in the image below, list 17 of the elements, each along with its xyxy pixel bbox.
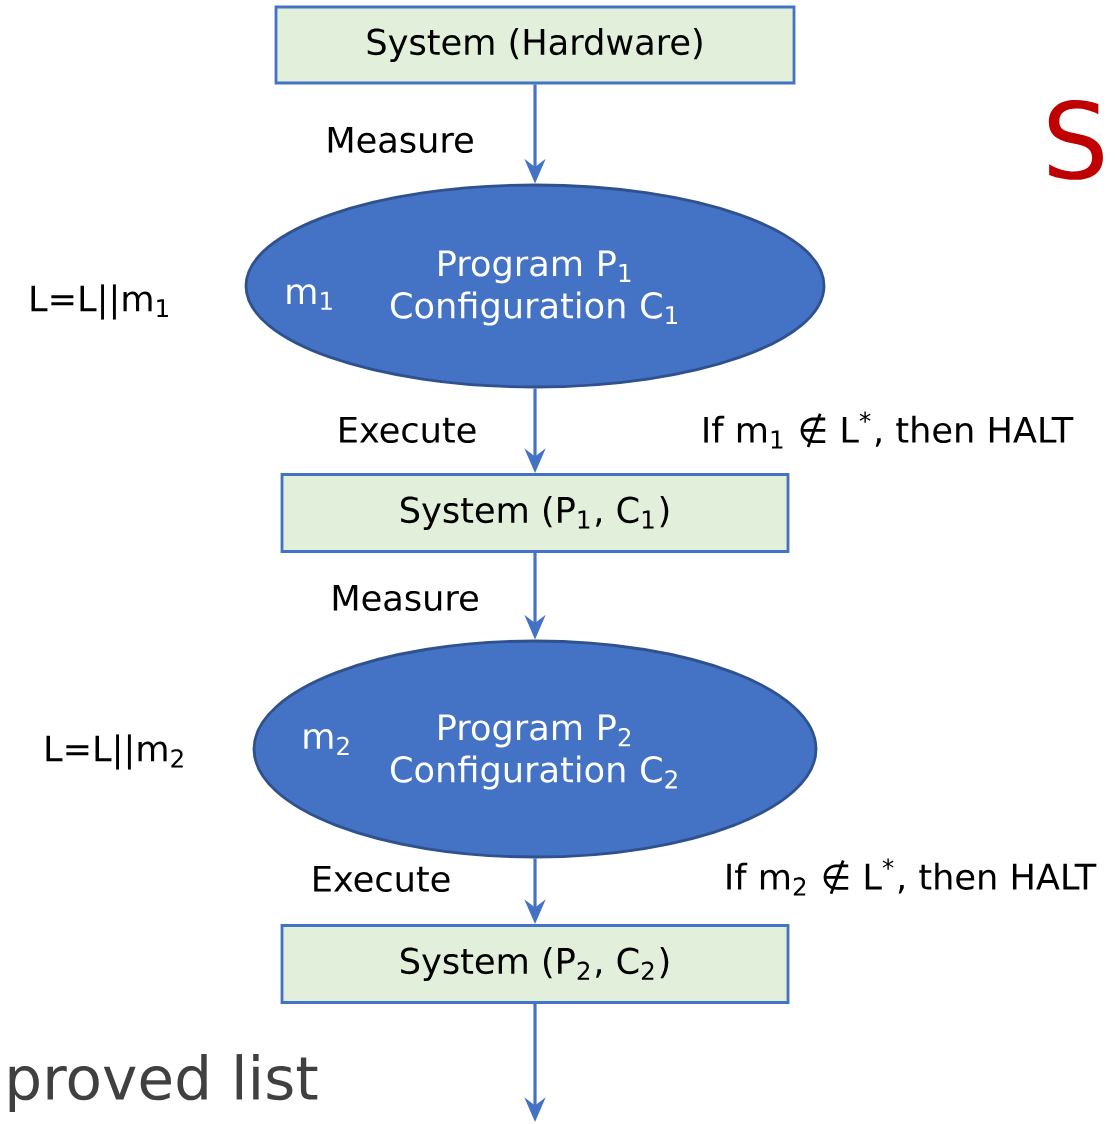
measurement-label: m$_{2}$	[304, 729, 349, 755]
process-box: System (Hardware)	[274, 5, 796, 85]
process-box: System (P$_{1}$, C$_{1}$)	[280, 473, 790, 553]
edge-label: Execute	[314, 865, 450, 893]
process-box: System (P$_{2}$, C$_{2}$)	[280, 924, 790, 1004]
update-label: L=L||m$_{1}$	[31, 284, 168, 320]
update-label: L=L||m$_{2}$	[46, 734, 183, 770]
node-text: Program P$_{1}$ Configuration C$_{1}$	[391, 250, 677, 326]
edge-label: Measure	[333, 584, 478, 612]
halt-condition: If m$_{2}$ ∉ L$^{*}$, then HALT	[727, 858, 1097, 896]
partial-text: S	[1048, 100, 1103, 180]
halt-condition: If m$_{1}$ ∉ L$^{*}$, then HALT	[704, 411, 1074, 449]
partial-text: proved list	[9, 1054, 318, 1112]
edge-label: Execute	[340, 416, 476, 444]
node-text: Program P$_{2}$ Configuration C$_{2}$	[391, 714, 677, 790]
edge-label: Measure	[328, 126, 473, 154]
measurement-label: m$_{1}$	[287, 284, 332, 310]
